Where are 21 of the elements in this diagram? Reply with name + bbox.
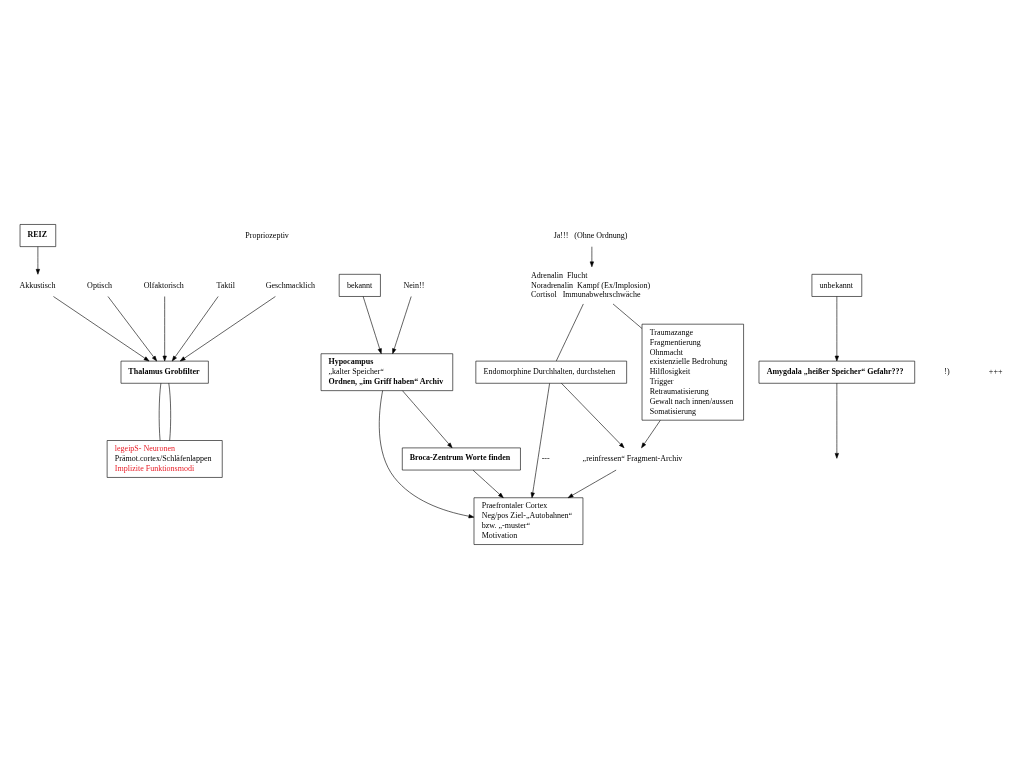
connector [556, 303, 584, 361]
arrow [834, 382, 839, 459]
arrow [834, 295, 839, 361]
arrow [530, 382, 550, 498]
arrow [171, 295, 219, 361]
arrow [53, 295, 150, 361]
arrow [162, 295, 167, 361]
arrow [472, 469, 504, 498]
arrow [362, 295, 382, 354]
arrow [402, 389, 453, 448]
arrow [179, 295, 276, 361]
arrow [35, 245, 40, 275]
arrow [561, 382, 625, 448]
arrow [589, 245, 594, 267]
connector [158, 382, 162, 441]
arrow [567, 469, 617, 498]
arrow [392, 295, 412, 354]
arrow [641, 419, 661, 448]
connector [168, 382, 171, 441]
arrow [378, 389, 475, 518]
arrow [107, 295, 157, 361]
